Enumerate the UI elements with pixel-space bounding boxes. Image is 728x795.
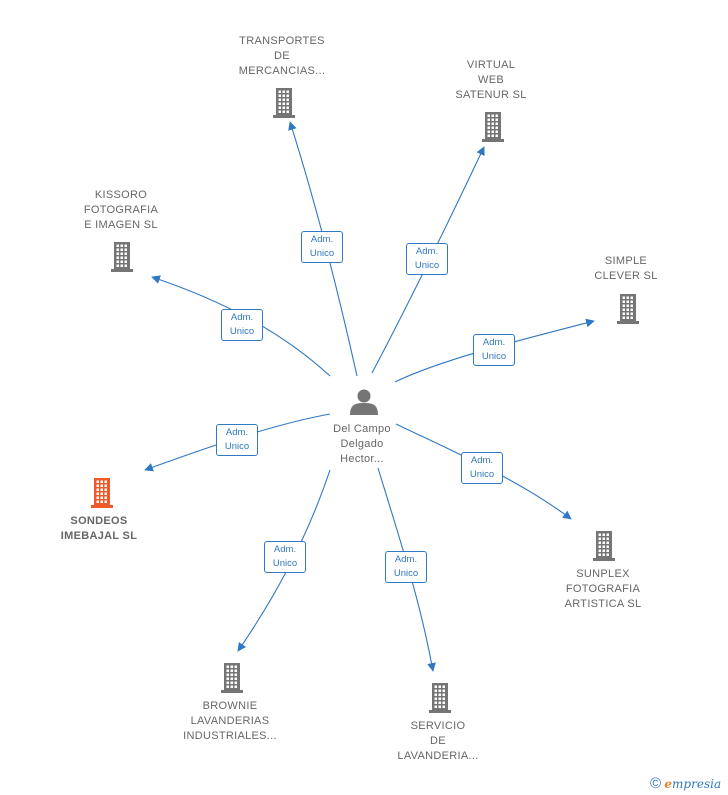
company-label-kissoro[interactable]: KISSORO FOTOGRAFIA E IMAGEN SL <box>84 188 158 233</box>
edge-label-text: Adm. <box>470 455 494 466</box>
edge-label-sondeos[interactable]: Adm. Unico <box>216 424 258 456</box>
edge-label-text: Adm. <box>482 337 506 348</box>
edge-label-text: Unico <box>224 441 250 452</box>
company-label-kissoro-line: FOTOGRAFIA <box>83 204 159 216</box>
company-label-servicio[interactable]: SERVICIO DE LAVANDERIA... <box>397 719 478 764</box>
company-label-simple[interactable]: SIMPLE CLEVER SL <box>594 254 657 284</box>
building-icon-virtual <box>482 112 504 142</box>
company-label-kissoro-line: KISSORO <box>94 189 148 201</box>
edge-label-servicio[interactable]: Adm. Unico <box>385 551 427 583</box>
edge-label-text: Adm. <box>415 246 439 257</box>
company-label-brownie[interactable]: BROWNIE LAVANDERIAS INDUSTRIALES... <box>183 699 277 744</box>
edge-label-kissoro[interactable]: Adm. Unico <box>221 309 263 341</box>
edge-label-text: Adm. <box>310 234 334 245</box>
copyright-symbol: © <box>650 775 662 792</box>
edge-label-text: Adm. <box>230 312 254 323</box>
building-icon-kissoro <box>111 242 133 272</box>
company-label-sunplex-line: ARTISTICA SL <box>564 598 642 610</box>
company-label-brownie-line: INDUSTRIALES... <box>183 730 277 742</box>
company-label-virtual-line: WEB <box>478 74 504 86</box>
edge-label-brownie[interactable]: Adm. Unico <box>264 541 306 573</box>
company-label-sondeos[interactable]: SONDEOS IMEBAJAL SL <box>61 514 137 544</box>
edge-label-text: Adm. <box>273 544 297 555</box>
edge-label-text: Unico <box>481 351 507 362</box>
company-label-simple-line: SIMPLE <box>604 255 648 267</box>
company-label-transportes-line: TRANSPORTES <box>239 35 325 47</box>
building-icon-brownie <box>221 663 243 693</box>
edge-label-text: Unico <box>414 260 440 271</box>
edge-label-text: Adm. <box>225 427 249 438</box>
company-label-sunplex-line: FOTOGRAFIA <box>565 583 641 595</box>
building-icon-servicio <box>429 683 451 713</box>
company-label-servicio-line: SERVICIO <box>410 720 466 732</box>
edge-label-text: Unico <box>393 568 419 579</box>
edge-label-sunplex[interactable]: Adm. Unico <box>461 452 503 484</box>
edge-label-simple[interactable]: Adm. Unico <box>473 334 515 366</box>
company-label-sondeos-line: IMEBAJAL SL <box>60 530 138 542</box>
company-label-sondeos-line: SONDEOS <box>70 515 128 527</box>
company-label-brownie-line: LAVANDERIAS <box>190 715 270 727</box>
building-icon-sondeos <box>91 478 113 508</box>
company-label-virtual-line: VIRTUAL <box>466 59 516 71</box>
building-icon-transportes <box>273 88 295 118</box>
company-label-simple-line: CLEVER SL <box>594 270 658 282</box>
company-label-sunplex[interactable]: SUNPLEX FOTOGRAFIA ARTISTICA SL <box>565 567 642 612</box>
building-icon-sunplex <box>593 531 615 561</box>
building-icon-simple <box>617 294 639 324</box>
company-label-transportes-line: DE <box>274 50 290 62</box>
edge-label-text: Unico <box>229 326 255 337</box>
company-label-virtual-line: SATENUR SL <box>455 89 527 101</box>
icons-layer <box>91 88 639 713</box>
edge-label-transportes[interactable]: Adm. Unico <box>301 231 343 263</box>
edge-label-text: Unico <box>469 469 495 480</box>
company-label-brownie-line: BROWNIE <box>202 700 258 712</box>
person-label-line: Del Campo <box>333 423 391 435</box>
person-label-line: Hector... <box>340 453 384 465</box>
company-label-servicio-line: LAVANDERIA... <box>397 750 479 762</box>
person-label-line: Delgado <box>340 438 384 450</box>
company-label-sunplex-line: SUNPLEX <box>576 568 630 580</box>
footer-brand[interactable]: © empresia <box>650 775 721 792</box>
company-label-transportes-line: MERCANCIAS... <box>238 65 326 77</box>
edge-label-text: Adm. <box>394 554 418 565</box>
edge-label-text: Unico <box>272 558 298 569</box>
company-label-servicio-line: DE <box>430 735 446 747</box>
company-label-virtual[interactable]: VIRTUAL WEB SATENUR SL <box>455 58 526 103</box>
person-icon <box>350 389 378 415</box>
edge-virtual <box>371 146 485 374</box>
company-label-kissoro-line: E IMAGEN SL <box>84 219 158 231</box>
edge-label-text: Unico <box>309 248 335 259</box>
brand-logo: empresia <box>664 777 722 791</box>
company-label-transportes[interactable]: TRANSPORTES DE MERCANCIAS... <box>239 34 325 79</box>
edge-label-virtual[interactable]: Adm. Unico <box>406 243 448 275</box>
